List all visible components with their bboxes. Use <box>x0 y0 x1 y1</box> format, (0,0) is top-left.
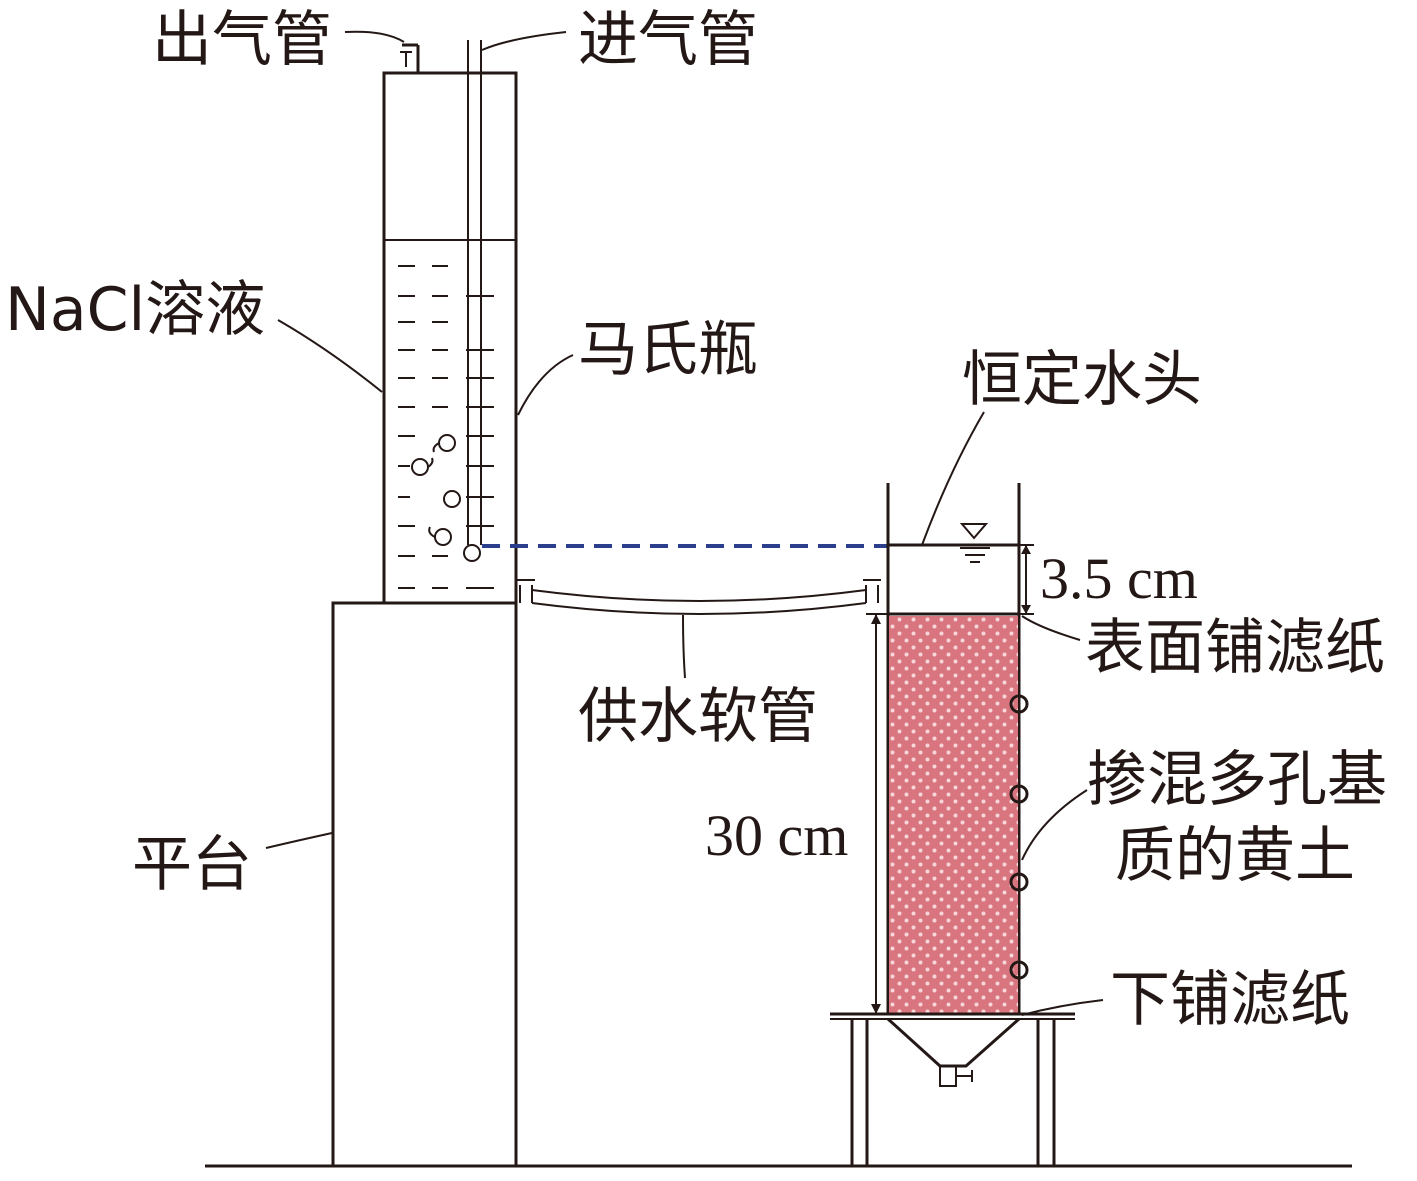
label-head-height: 3.5 cm <box>1040 546 1198 611</box>
supply-hose <box>517 579 881 615</box>
label-nacl-solution: NaCl溶液 <box>5 275 265 345</box>
outlet-pipe <box>400 43 420 73</box>
dim-30cm <box>866 613 888 1014</box>
sampling-port <box>1009 784 1029 804</box>
label-supply-hose: 供水软管 <box>578 682 818 752</box>
label-constant-head: 恒定水头 <box>962 345 1202 415</box>
mariotte-bottle <box>382 40 518 605</box>
label-platform: 平台 <box>132 830 252 900</box>
dim-3-5cm <box>1019 544 1034 615</box>
air-bubbles <box>411 434 481 562</box>
sampling-port <box>1009 872 1029 892</box>
label-loess-line1: 掺混多孔基 <box>1087 745 1387 815</box>
label-mariotte-bottle: 马氏瓶 <box>578 315 758 385</box>
sampling-port <box>1009 960 1029 980</box>
column-stand <box>830 1012 1075 1168</box>
loess-fill <box>889 616 1018 1014</box>
liquid-level-marks <box>398 265 494 589</box>
label-inlet-pipe: 进气管 <box>578 5 758 75</box>
label-bottom-filter-paper: 下铺滤纸 <box>1110 965 1350 1035</box>
label-outlet-pipe: 出气管 <box>152 5 332 75</box>
sampling-port <box>1009 694 1029 714</box>
label-loess-line2: 质的黄土 <box>1115 821 1355 891</box>
label-top-filter-paper: 表面铺滤纸 <box>1085 613 1385 683</box>
platform <box>331 601 518 1168</box>
label-column-height: 30 cm <box>705 803 848 868</box>
leader-lines <box>265 30 1104 1016</box>
soil-column <box>886 483 1029 1015</box>
